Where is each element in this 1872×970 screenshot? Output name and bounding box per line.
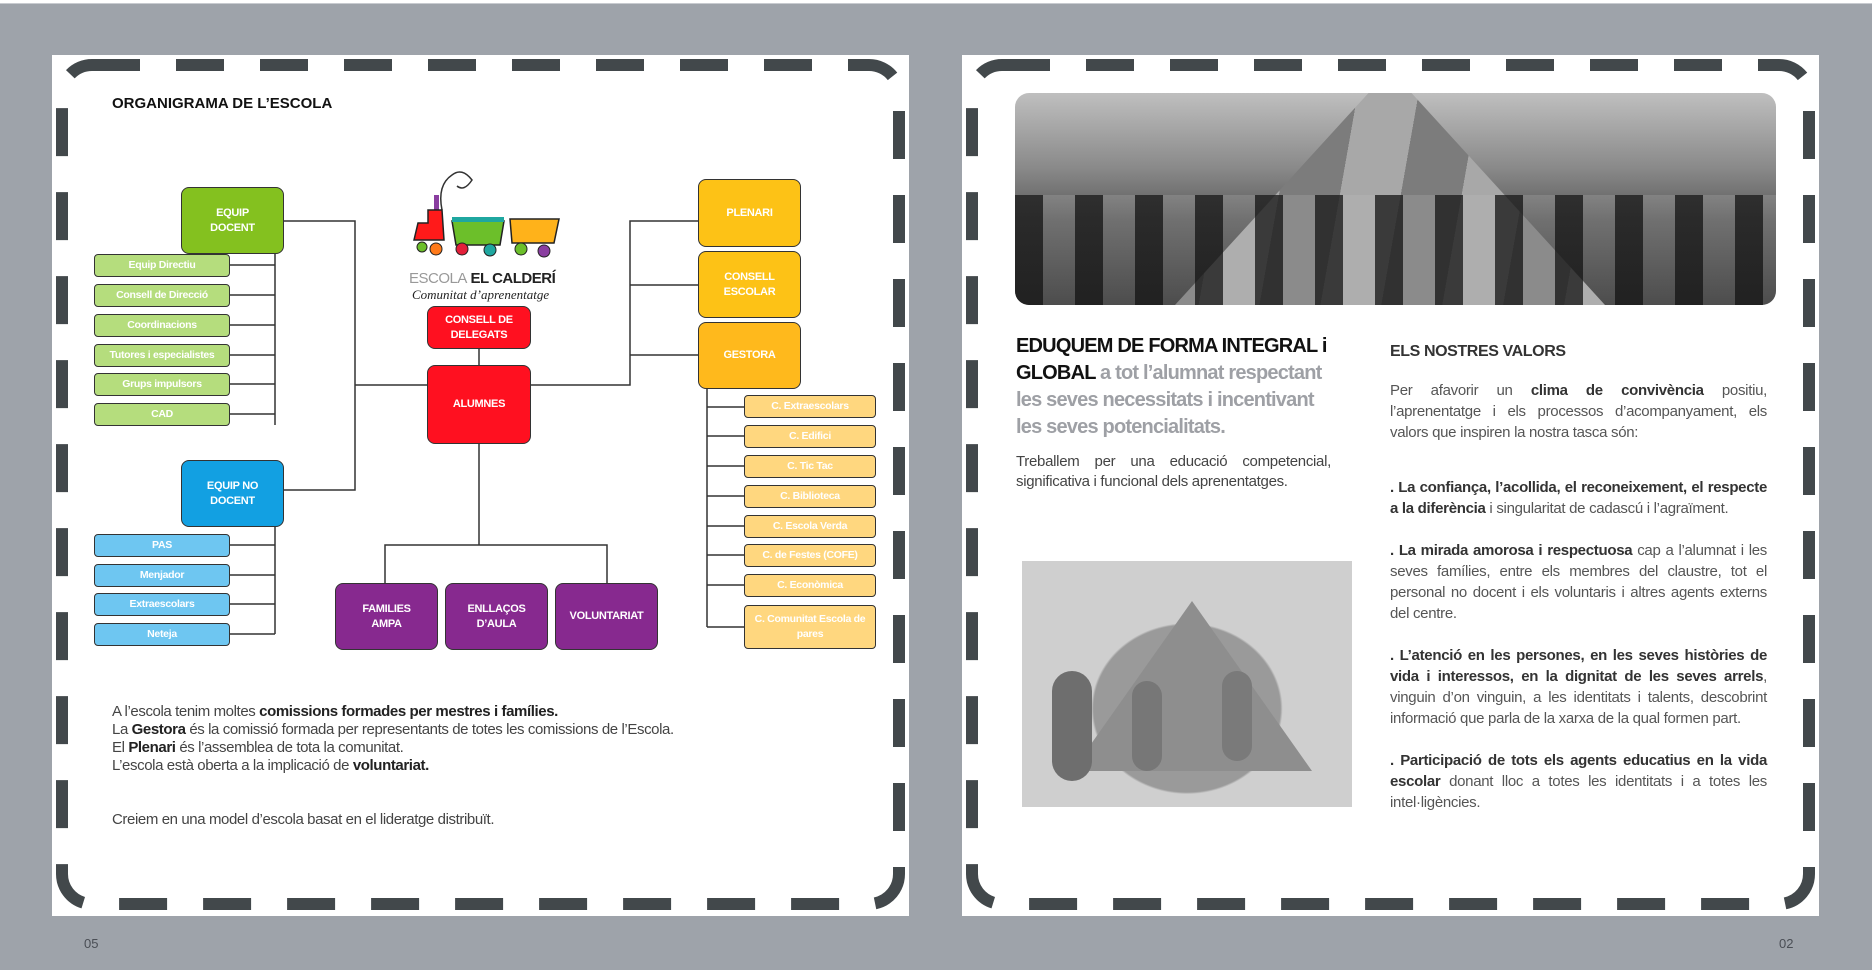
page-number-left: 05 [84,936,99,951]
equip-docent-item: Equip Directiu [94,254,230,277]
equip-docent-item: CAD [94,403,230,426]
values-list: Per afavorir un clima de convivència pos… [1390,382,1768,811]
consell-escolar-box: CONSELL ESCOLAR [698,251,801,318]
voluntariat-box: VOLUNTARIAT [555,583,658,650]
gestora-item: C. de Festes (COFE) [744,544,876,567]
plenari-box: PLENARI [698,179,801,247]
logo-school-light: ESCOLA [409,270,467,287]
equip-docent-box: EQUIP DOCENT [181,187,284,254]
equip-no-docent-item: Extraescolars [94,593,230,616]
clay-figures-photo [1022,561,1352,807]
dashed-frame [56,59,905,910]
equip-docent-item: Grups impulsors [94,373,230,396]
right-page: EDUQUEM DE FORMA INTEGRAL i GLOBAL a tot… [962,55,1819,916]
families-ampa-box: FAMILIES AMPA [335,583,438,650]
train-logo-icon [413,171,560,258]
equip-docent-item: Coordinacions [94,314,230,337]
gestora-item: C. Tic Tac [744,455,876,478]
equip-no-docent-box: EQUIP NO DOCENT [181,460,284,527]
page-title: ORGANIGRAMA DE L’ESCOLA [112,95,333,112]
values-title: ELS NOSTRES VALORS [1390,343,1566,360]
equip-docent-item: Consell de Direcció [94,284,230,307]
intro-text: Treballem per una educació competencial,… [1016,453,1331,490]
main-heading: EDUQUEM DE FORMA INTEGRAL i GLOBAL a tot… [1016,335,1327,438]
logo-tagline: Comunitat d’aprenentatge [412,287,550,302]
consell-delegats-box: CONSELL DE DELEGATS [427,306,531,349]
alumnes-box: ALUMNES [427,365,531,444]
gestora-item: C. Extraescolars [744,395,876,418]
gestora-item: C. Edifici [744,425,876,448]
top-strip [0,0,1872,4]
children-parachute-photo [1015,93,1776,305]
dashed-frame [966,59,1815,910]
commissions-text: A l’escola tenim moltes comissions forma… [112,703,674,828]
enllacos-aula-box: ENLLAÇOS D’AULA [445,583,548,650]
gestora-item: C. Econòmica [744,574,876,597]
equip-no-docent-item: PAS [94,534,230,557]
equip-no-docent-item: Neteja [94,623,230,646]
equip-docent-item: Tutores i especialistes [94,344,230,367]
page-number-right: 02 [1779,936,1794,951]
gestora-item: C. Biblioteca [744,485,876,508]
gestora-box: GESTORA [698,322,801,389]
equip-no-docent-item: Menjador [94,564,230,587]
gestora-item: C. Escola Verda [744,515,876,538]
logo-school-bold: EL CALDERÍ [470,270,556,287]
left-page: ORGANIGRAMA DE L’ESCOLA ESCOLA EL CALDER… [52,55,909,916]
gestora-item: C. Comunitat Escola de pares [744,605,876,649]
